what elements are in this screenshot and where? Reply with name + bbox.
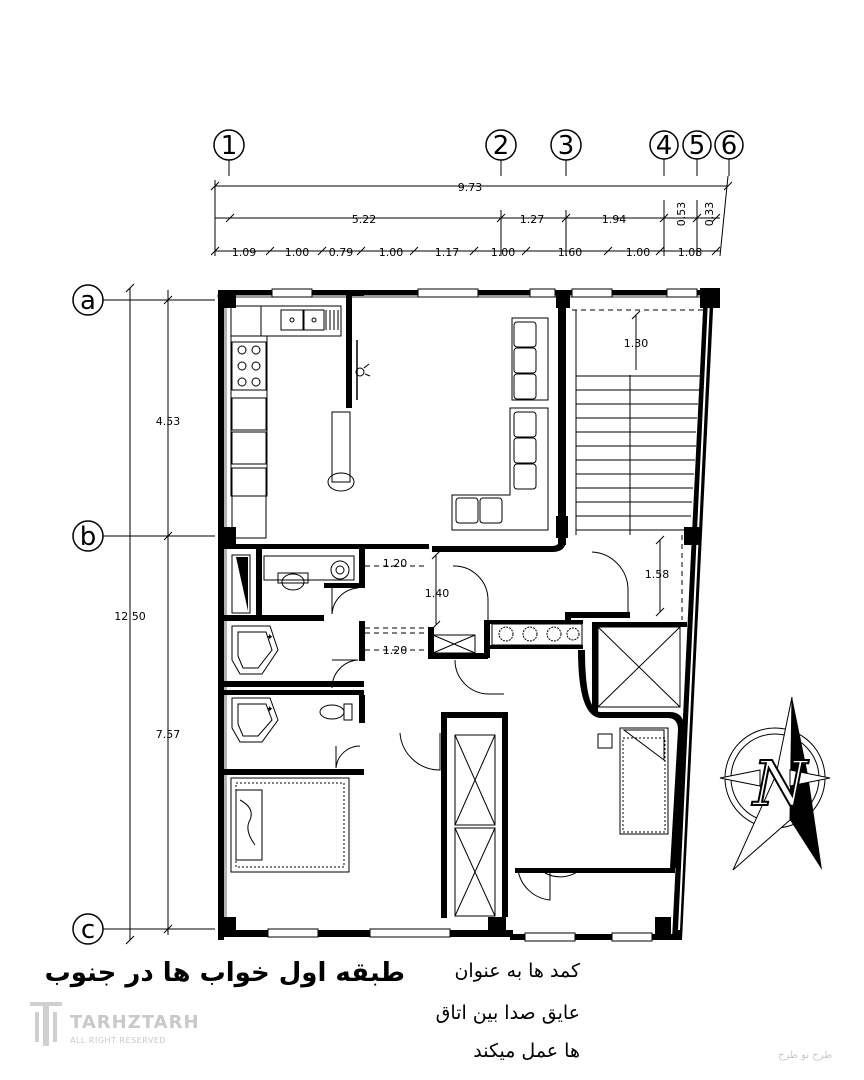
svg-text:5: 5 xyxy=(689,131,706,161)
svg-text:4: 4 xyxy=(656,131,673,161)
bathroom-2: ✦ xyxy=(231,697,353,743)
logo-icon xyxy=(30,1002,62,1046)
dimensions-top: 9.73 5.22 1.27 1.94 0.53 0.33 xyxy=(210,175,733,259)
wc-room xyxy=(231,554,355,614)
svg-text:0.79: 0.79 xyxy=(329,246,354,259)
svg-text:1.58: 1.58 xyxy=(645,568,670,581)
svg-text:6: 6 xyxy=(721,131,738,161)
svg-text:b: b xyxy=(80,522,97,552)
logo-name: TARHZTARH xyxy=(70,1012,200,1033)
wardrobe-shaft xyxy=(432,634,496,917)
grid-bubble-2: 2 xyxy=(485,129,517,176)
svg-text:1.94: 1.94 xyxy=(602,213,627,226)
doors xyxy=(331,551,629,901)
svg-text:c: c xyxy=(81,915,95,945)
exterior-walls xyxy=(217,288,720,942)
toilet-icon-2 xyxy=(319,703,353,721)
svg-text:0.53: 0.53 xyxy=(675,202,688,227)
toilet-icon xyxy=(277,572,309,591)
grid-bubble-5: 5 xyxy=(682,130,712,176)
grid-bubbles-columns: 1 2 3 4 5 6 xyxy=(213,129,744,176)
corridor-dimensions: 1.40 1.20 1.20 xyxy=(383,550,450,657)
svg-text:1.27: 1.27 xyxy=(520,213,545,226)
kitchen xyxy=(230,305,371,539)
note-line-2: عایق صدا بین اتاق xyxy=(435,1002,580,1024)
svg-text:1.00: 1.00 xyxy=(626,246,651,259)
svg-text:1: 1 xyxy=(221,131,238,161)
svg-text:✦: ✦ xyxy=(266,705,274,715)
svg-text:N: N xyxy=(751,747,810,820)
svg-text:4.53: 4.53 xyxy=(156,415,181,428)
svg-text:12.50: 12.50 xyxy=(114,610,146,623)
stove-icon xyxy=(231,341,267,391)
bed-right xyxy=(597,727,669,835)
note-line-1: کمد ها به عنوان xyxy=(454,960,580,982)
grid-bubble-a: a xyxy=(72,284,215,316)
bathroom-1: ✦ xyxy=(231,625,279,675)
planter xyxy=(491,623,583,646)
svg-text:1.40: 1.40 xyxy=(425,587,450,600)
north-arrow-icon: N xyxy=(719,696,831,871)
svg-text:1.00: 1.00 xyxy=(379,246,404,259)
svg-text:1.00: 1.00 xyxy=(285,246,310,259)
watermark: طرح تو طرح xyxy=(778,1050,833,1061)
dimensions-left: 12.50 4.53 7.57 xyxy=(114,283,181,945)
svg-text:1.30: 1.30 xyxy=(624,337,649,350)
svg-text:1.20: 1.20 xyxy=(383,557,408,570)
svg-text:1.09: 1.09 xyxy=(232,246,257,259)
staircase: 1.30 1.58 xyxy=(572,309,705,620)
grid-bubble-3: 3 xyxy=(550,129,582,176)
svg-text:1.20: 1.20 xyxy=(383,644,408,657)
svg-text:3: 3 xyxy=(558,131,575,161)
svg-text:2: 2 xyxy=(493,131,510,161)
svg-text:5.22: 5.22 xyxy=(352,213,377,226)
svg-text:9.73: 9.73 xyxy=(458,181,483,194)
grid-bubble-1: 1 xyxy=(213,129,245,176)
svg-text:1.08: 1.08 xyxy=(678,246,703,259)
note-line-3: ها عمل میکند xyxy=(473,1040,580,1062)
interior-walls xyxy=(224,290,687,918)
grid-bubble-b: b xyxy=(72,520,215,552)
logo-subtext: ALL RIGHT RESERVED xyxy=(70,1036,167,1045)
grid-bubble-4: 4 xyxy=(649,130,679,176)
svg-text:✦: ✦ xyxy=(266,633,274,643)
grid-bubble-c: c xyxy=(72,913,215,945)
grid-bubbles-rows: a b c xyxy=(72,284,215,945)
elevator-shaft xyxy=(597,626,681,708)
bed-left xyxy=(230,777,350,873)
living-sofa xyxy=(451,317,549,531)
svg-text:1.00: 1.00 xyxy=(491,246,516,259)
svg-text:7.57: 7.57 xyxy=(156,728,181,741)
svg-text:1.17: 1.17 xyxy=(435,246,460,259)
svg-text:a: a xyxy=(80,286,96,316)
sink-icon xyxy=(280,309,339,331)
svg-text:1.60: 1.60 xyxy=(558,246,583,259)
grid-bubble-6: 6 xyxy=(714,130,744,176)
svg-text:0.33: 0.33 xyxy=(703,202,716,227)
plan-title: طبقه اول خواب ها در جنوب xyxy=(44,958,405,988)
